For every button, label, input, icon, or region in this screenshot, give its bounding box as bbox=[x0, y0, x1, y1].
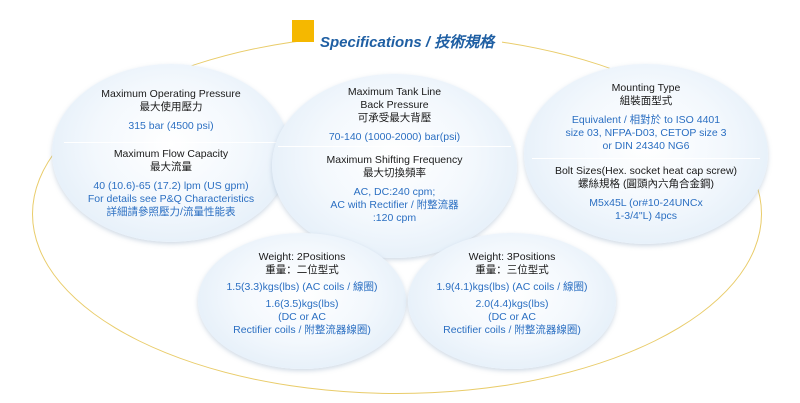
spec-ellipse-weight-2pos: Weight: 2Positions 重量：二位型式 1.5(3.3)kgs(l… bbox=[198, 233, 406, 369]
shifting-frequency-value-2: AC with Rectifier / 附整流器 bbox=[330, 199, 459, 211]
weight-2pos-value-3: (DC or AC bbox=[278, 311, 326, 323]
accent-square-icon bbox=[292, 20, 314, 42]
spec-ellipse-pressure-flow: Maximum Operating Pressure 最大使用壓力 315 ba… bbox=[52, 64, 290, 242]
section-title: Specifications / 技術規格 bbox=[292, 20, 503, 54]
weight-2pos-label-zh: 重量：二位型式 bbox=[265, 264, 339, 276]
spec-ellipse-weight-3pos: Weight: 3Positions 重量：三位型式 1.9(4.1)kgs(l… bbox=[408, 233, 616, 369]
flow-capacity-value: 40 (10.6)-65 (17.2) lpm (US gpm) bbox=[93, 180, 249, 192]
operating-pressure-label: Maximum Operating Pressure bbox=[101, 88, 241, 100]
divider bbox=[532, 158, 760, 159]
weight-3pos-value-4: Rectifier coils / 附整流器線圈) bbox=[443, 324, 581, 336]
tank-back-pressure-label-2: Back Pressure bbox=[360, 99, 429, 111]
bolt-sizes-value-1: M5x45L (or#10-24UNCx bbox=[589, 197, 703, 209]
title-text: Specifications / 技術規格 bbox=[320, 33, 495, 51]
operating-pressure-section: Maximum Operating Pressure 最大使用壓力 315 ba… bbox=[52, 88, 290, 133]
bolt-sizes-label-zh: 螺絲規格 (圓頭內六角合金鋼) bbox=[578, 178, 714, 190]
mounting-type-value-2: size 03, NFPA-D03, CETOP size 3 bbox=[565, 127, 727, 139]
operating-pressure-label-zh: 最大使用壓力 bbox=[139, 101, 203, 113]
tank-back-pressure-value: 70-140 (1000-2000) bar(psi) bbox=[328, 131, 461, 143]
operating-pressure-value: 315 bar (4500 psi) bbox=[128, 120, 214, 132]
weight-3pos-value-1: 1.9(4.1)kgs(lbs) (AC coils / 線圈) bbox=[436, 281, 588, 293]
bolt-sizes-section: Bolt Sizes(Hex. socket heat cap screw) 螺… bbox=[524, 165, 768, 223]
flow-capacity-section: Maximum Flow Capacity 最大流量 40 (10.6)-65 … bbox=[52, 148, 290, 219]
shifting-frequency-section: Maximum Shifting Frequency 最大切換頻率 AC, DC… bbox=[272, 154, 517, 225]
weight-2pos-label: Weight: 2Positions bbox=[258, 251, 346, 263]
weight-3pos-label: Weight: 3Positions bbox=[468, 251, 556, 263]
tank-back-pressure-label-zh: 可承受最大背壓 bbox=[357, 112, 432, 124]
divider bbox=[64, 142, 278, 143]
mounting-type-section: Mounting Type 組裝面型式 Equivalent / 相對於 to … bbox=[524, 82, 768, 153]
weight-3pos-value-2: 2.0(4.4)kgs(lbs) bbox=[475, 298, 549, 310]
weight-3pos-label-zh: 重量：三位型式 bbox=[475, 264, 549, 276]
flow-capacity-label: Maximum Flow Capacity bbox=[113, 148, 229, 160]
spec-ellipse-tank-shifting: Maximum Tank Line Back Pressure 可承受最大背壓 … bbox=[272, 74, 517, 258]
spec-ellipse-mounting-bolts: Mounting Type 組裝面型式 Equivalent / 相對於 to … bbox=[524, 64, 768, 244]
flow-capacity-note: For details see P&Q Characteristics bbox=[87, 193, 255, 205]
tank-back-pressure-section: Maximum Tank Line Back Pressure 可承受最大背壓 … bbox=[272, 86, 517, 144]
mounting-type-label-zh: 組裝面型式 bbox=[619, 95, 673, 107]
mounting-type-label: Mounting Type bbox=[611, 82, 681, 94]
weight-2pos-value-4: Rectifier coils / 附整流器線圈) bbox=[233, 324, 371, 336]
tank-back-pressure-label-1: Maximum Tank Line bbox=[347, 86, 442, 98]
bolt-sizes-label: Bolt Sizes(Hex. socket heat cap screw) bbox=[554, 165, 738, 177]
weight-2pos-value-2: 1.6(3.5)kgs(lbs) bbox=[265, 298, 339, 310]
flow-capacity-label-zh: 最大流量 bbox=[150, 161, 192, 173]
shifting-frequency-label-zh: 最大切換頻率 bbox=[363, 167, 426, 179]
divider bbox=[278, 146, 511, 147]
shifting-frequency-value-1: AC, DC:240 cpm; bbox=[353, 186, 436, 198]
mounting-type-value-3: or DIN 24340 NG6 bbox=[602, 140, 690, 152]
flow-capacity-note-zh: 詳細請參照壓力/流量性能表 bbox=[106, 206, 236, 218]
weight-3pos-value-3: (DC or AC bbox=[488, 311, 536, 323]
shifting-frequency-label: Maximum Shifting Frequency bbox=[326, 154, 463, 166]
weight-2pos-value-1: 1.5(3.3)kgs(lbs) (AC coils / 線圈) bbox=[226, 281, 378, 293]
bolt-sizes-value-2: 1-3/4"L) 4pcs bbox=[614, 210, 678, 222]
mounting-type-value-1: Equivalent / 相對於 to ISO 4401 bbox=[571, 114, 721, 126]
weight-2pos-section: Weight: 2Positions 重量：二位型式 1.5(3.3)kgs(l… bbox=[198, 251, 406, 337]
weight-3pos-section: Weight: 3Positions 重量：三位型式 1.9(4.1)kgs(l… bbox=[408, 251, 616, 337]
shifting-frequency-value-3: :120 cpm bbox=[372, 212, 417, 224]
